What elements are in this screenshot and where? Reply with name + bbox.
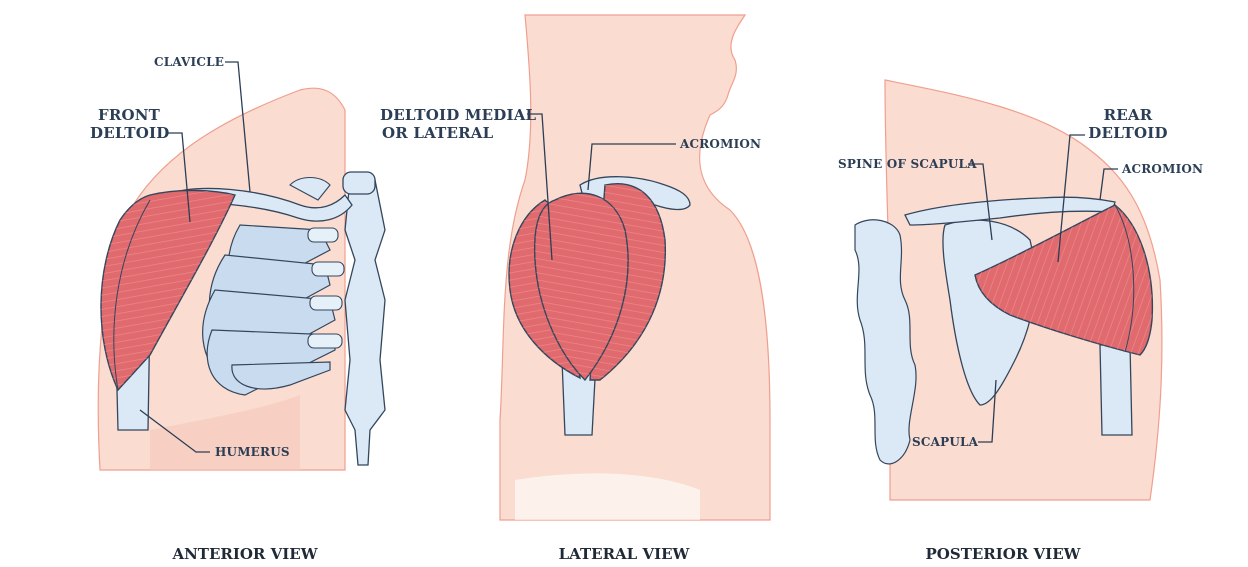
label-acromion-posterior: ACROMION (1122, 162, 1203, 176)
label-spine-of-scapula: SPINE OF SCAPULA (838, 157, 977, 171)
label-deltoid-medial: DELTOID MEDIAL OR LATERAL (380, 106, 526, 142)
caption-anterior-view: ANTERIOR VIEW (172, 545, 317, 563)
label-humerus: HUMERUS (215, 445, 290, 459)
label-rear-deltoid-line-1: REAR (1085, 106, 1171, 124)
label-rear-deltoid: REAR DELTOID (1085, 106, 1171, 142)
label-front-deltoid: FRONT DELTOID (90, 106, 168, 142)
label-front-deltoid-line-1: FRONT (90, 106, 168, 124)
label-front-deltoid-line-2: DELTOID (90, 124, 168, 142)
sternum (345, 180, 385, 465)
posterior-humerus-bone (1100, 345, 1132, 435)
label-clavicle: CLAVICLE (154, 55, 224, 69)
label-acromion-lateral: ACROMION (680, 137, 761, 151)
label-rear-deltoid-line-2: DELTOID (1085, 124, 1171, 142)
posterior-view (855, 80, 1162, 500)
lateral-view (500, 15, 770, 520)
caption-posterior-view: POSTERIOR VIEW (926, 545, 1081, 563)
caption-lateral-view: LATERAL VIEW (559, 545, 690, 563)
anterior-view (98, 88, 385, 470)
label-deltoid-medial-line-2: OR LATERAL (380, 124, 526, 142)
label-deltoid-medial-line-1: DELTOID MEDIAL (380, 106, 526, 124)
label-scapula: SCAPULA (912, 435, 978, 449)
